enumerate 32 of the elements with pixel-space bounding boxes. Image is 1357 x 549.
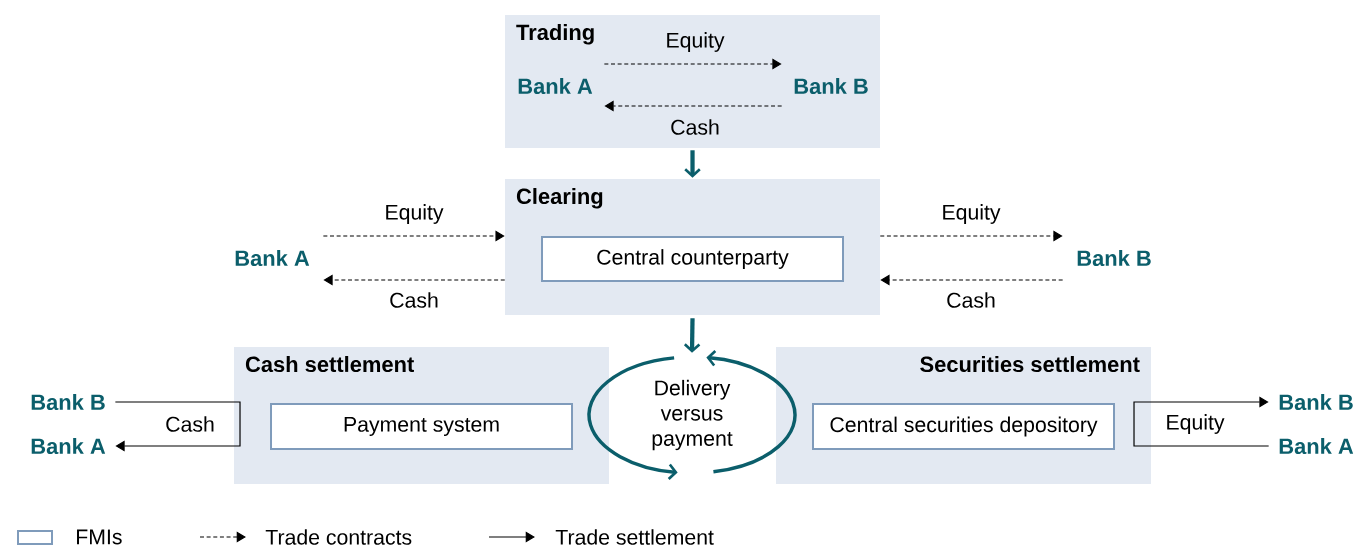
bank-label: Bank B: [1279, 393, 1353, 411]
arrow: [684, 150, 701, 178]
bank-label: Bank A: [518, 77, 593, 95]
arrow: [683, 318, 701, 353]
bank-label: Bank A: [31, 437, 106, 455]
edge-label: Cash: [166, 416, 214, 432]
cycle-label: Delivery versus payment: [652, 379, 733, 451]
arrow: [880, 274, 1064, 286]
bank-label: Bank A: [1279, 437, 1354, 455]
bank-label: Bank B: [794, 77, 868, 95]
arrow: [1133, 396, 1270, 447]
arrow: [114, 401, 241, 452]
legend-label: FMIs: [77, 529, 122, 545]
bank-label: Bank B: [31, 393, 105, 411]
fmi-box: Central securities depository: [812, 403, 1115, 450]
legend-label: Trade contracts: [265, 529, 412, 545]
legend-label: Trade settlement: [555, 529, 714, 545]
fmi-box: Central counterparty: [541, 236, 844, 282]
edge-label: Equity: [1167, 414, 1225, 434]
edge-label: Cash: [390, 292, 438, 308]
arrow: [323, 274, 506, 286]
bank-label: Bank B: [1077, 249, 1151, 267]
arrow: [322, 230, 505, 242]
arrow: [879, 230, 1063, 242]
arrow: [603, 58, 782, 70]
edge-label: Equity: [943, 204, 1001, 224]
fmi-box: Payment system: [270, 403, 573, 450]
edge-label: Cash: [947, 292, 995, 308]
edge-label: Equity: [667, 32, 725, 52]
edge-label: Cash: [671, 119, 719, 135]
edge-label: Equity: [386, 204, 444, 224]
bank-label: Bank A: [235, 249, 310, 267]
